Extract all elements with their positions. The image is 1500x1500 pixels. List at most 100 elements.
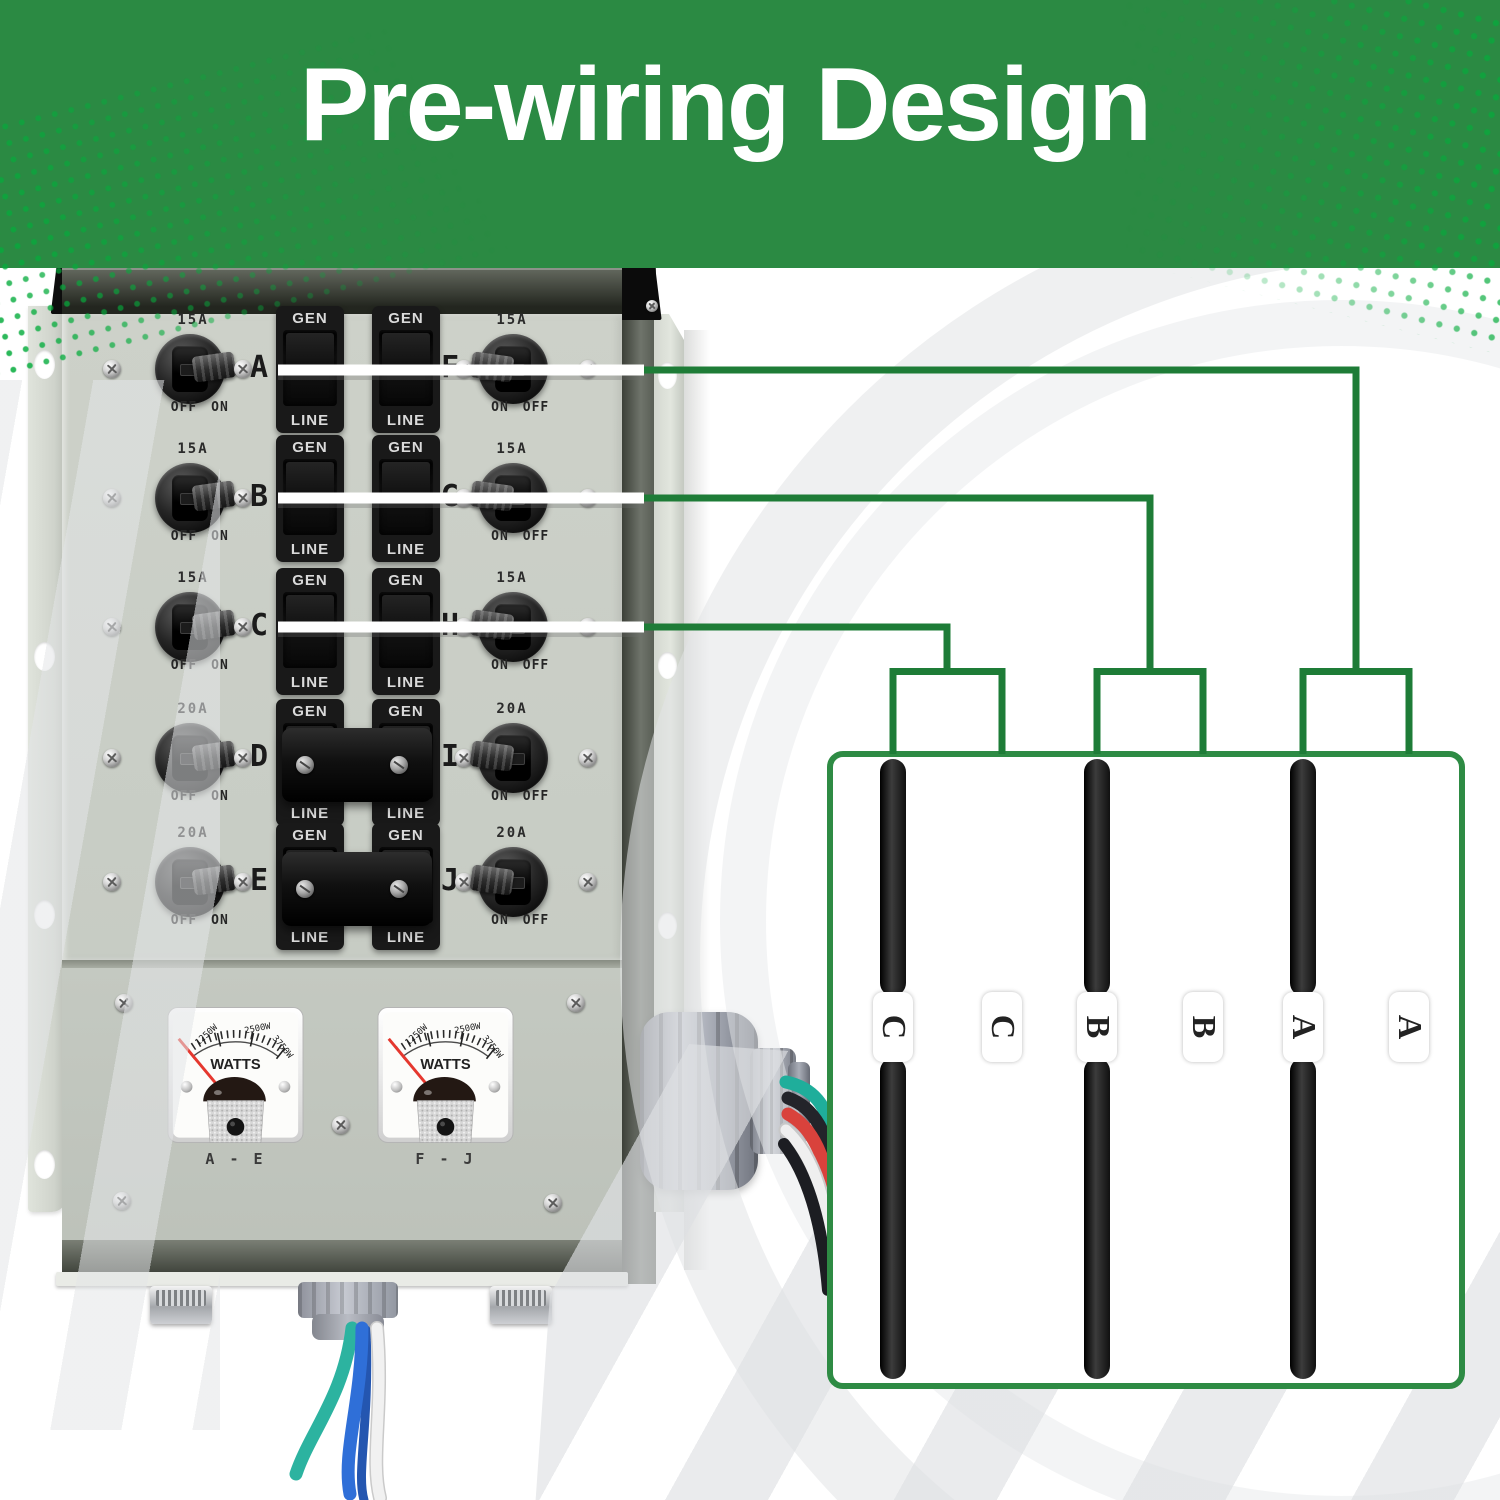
circuit-letter: B (249, 479, 269, 514)
rocker-well (379, 592, 433, 668)
meter-knob (226, 1118, 245, 1136)
amp-rating: 15A (496, 312, 528, 328)
circuit-row-h-right: 15A H ON OFF (430, 562, 610, 692)
cable-gland-bottom (298, 1282, 398, 1318)
screw (488, 1080, 501, 1093)
wire-black-a (1290, 1058, 1316, 1379)
circuit-letter: C (249, 608, 269, 643)
on-label: ON (211, 913, 229, 928)
rocker-well (283, 592, 337, 668)
connection-bracket-b (1093, 668, 1207, 754)
off-label: OFF (522, 789, 550, 804)
on-label: ON (491, 658, 509, 673)
connection-line-a-green (642, 366, 1360, 668)
gen-line-rocker[interactable]: GEN LINE (276, 435, 344, 562)
line-label: LINE (386, 412, 426, 429)
screw (103, 489, 121, 507)
off-label: OFF (522, 913, 550, 928)
screw (234, 618, 252, 636)
screw (390, 756, 408, 774)
on-label: ON (211, 529, 229, 544)
gen-line-rocker[interactable]: GEN LINE (372, 435, 440, 562)
meter-unit-label: WATTS (420, 1057, 470, 1073)
toggle-lever[interactable] (469, 351, 515, 383)
connection-bracket-a (1299, 668, 1413, 754)
toggle-lever[interactable] (469, 740, 515, 772)
wire-label-diagram: C C B B A A (827, 751, 1465, 1389)
circuit-row-i-right: 20A I ON OFF (430, 693, 610, 823)
screw (390, 1080, 403, 1093)
toggle-lever[interactable] (469, 480, 515, 512)
screw (455, 873, 473, 891)
gen-label: GEN (388, 439, 424, 456)
amp-rating: 15A (496, 570, 528, 586)
gen-label: GEN (388, 703, 424, 720)
rocker-bridge-e[interactable] (282, 852, 432, 926)
wire-label-band: B (1183, 992, 1223, 1062)
mounting-hole (34, 1150, 55, 1179)
wire-label: B (1079, 1015, 1116, 1039)
screw (296, 756, 314, 774)
wire-label-band: A (1283, 992, 1323, 1062)
gen-label: GEN (292, 572, 328, 589)
mounting-flange-left (28, 306, 66, 1212)
off-label: OFF (522, 658, 550, 673)
screw (234, 360, 252, 378)
screw (544, 1194, 562, 1212)
toggle-lever[interactable] (191, 864, 237, 896)
gen-label: GEN (388, 827, 424, 844)
gen-label: GEN (292, 703, 328, 720)
wire-outline (369, 1321, 387, 1500)
cable-gland-bottom (312, 1314, 384, 1340)
mounting-hole (34, 642, 55, 671)
screw (113, 1192, 131, 1210)
wire-label-band: C (982, 992, 1022, 1062)
wire-red-b (1190, 759, 1216, 996)
circuit-row-c-left: 15A C OFF ON (62, 562, 274, 692)
toggle-lever[interactable] (469, 609, 515, 641)
amp-rating: 15A (496, 441, 528, 457)
wire-label: A (1285, 1014, 1322, 1040)
wire-red-c (989, 1058, 1015, 1379)
wire-red-a (1396, 759, 1422, 996)
on-label: ON (211, 658, 229, 673)
rocker-bridge-d[interactable] (282, 728, 432, 802)
rocker-well (379, 330, 433, 406)
toggle-lever[interactable] (191, 480, 237, 512)
gen-line-rocker[interactable]: GEN LINE (372, 306, 440, 433)
screw (646, 300, 658, 312)
wire-label: C (984, 1014, 1021, 1040)
amp-rating: 20A (177, 701, 209, 717)
wire-red-c (989, 759, 1015, 996)
gen-line-rocker[interactable]: GEN LINE (276, 306, 344, 433)
wire-label-band: A (1389, 992, 1429, 1062)
screw (103, 873, 121, 891)
toggle-lever[interactable] (191, 740, 237, 772)
header-banner: Pre-wiring Design (0, 0, 1500, 380)
screw (278, 1080, 291, 1093)
toggle-lever[interactable] (191, 609, 237, 641)
meter-unit-label: WATTS (210, 1057, 260, 1073)
circuit-row-e-left: 20A E OFF ON (62, 817, 274, 947)
screw (115, 994, 133, 1012)
line-label: LINE (386, 805, 426, 822)
amp-rating: 15A (177, 441, 209, 457)
amp-rating: 20A (496, 825, 528, 841)
toggle-lever[interactable] (191, 351, 237, 383)
on-label: ON (491, 529, 509, 544)
circuit-letter: J (440, 863, 460, 898)
circuit-letter: E (249, 863, 269, 898)
screw (234, 749, 252, 767)
wire-black-b (1084, 1058, 1110, 1379)
screw (103, 749, 121, 767)
gen-line-rocker[interactable]: GEN LINE (372, 568, 440, 695)
cabinet-bottom-strip (62, 1240, 622, 1274)
screw (579, 618, 597, 636)
toggle-lever[interactable] (469, 864, 515, 896)
line-label: LINE (290, 805, 330, 822)
gen-line-rocker[interactable]: GEN LINE (276, 568, 344, 695)
watt-meter-f-j: 1250W 2500W 3750W WATTS (377, 1005, 514, 1145)
screw (234, 873, 252, 891)
blue-wire (341, 1321, 369, 1500)
conduit-hub (640, 1012, 758, 1190)
